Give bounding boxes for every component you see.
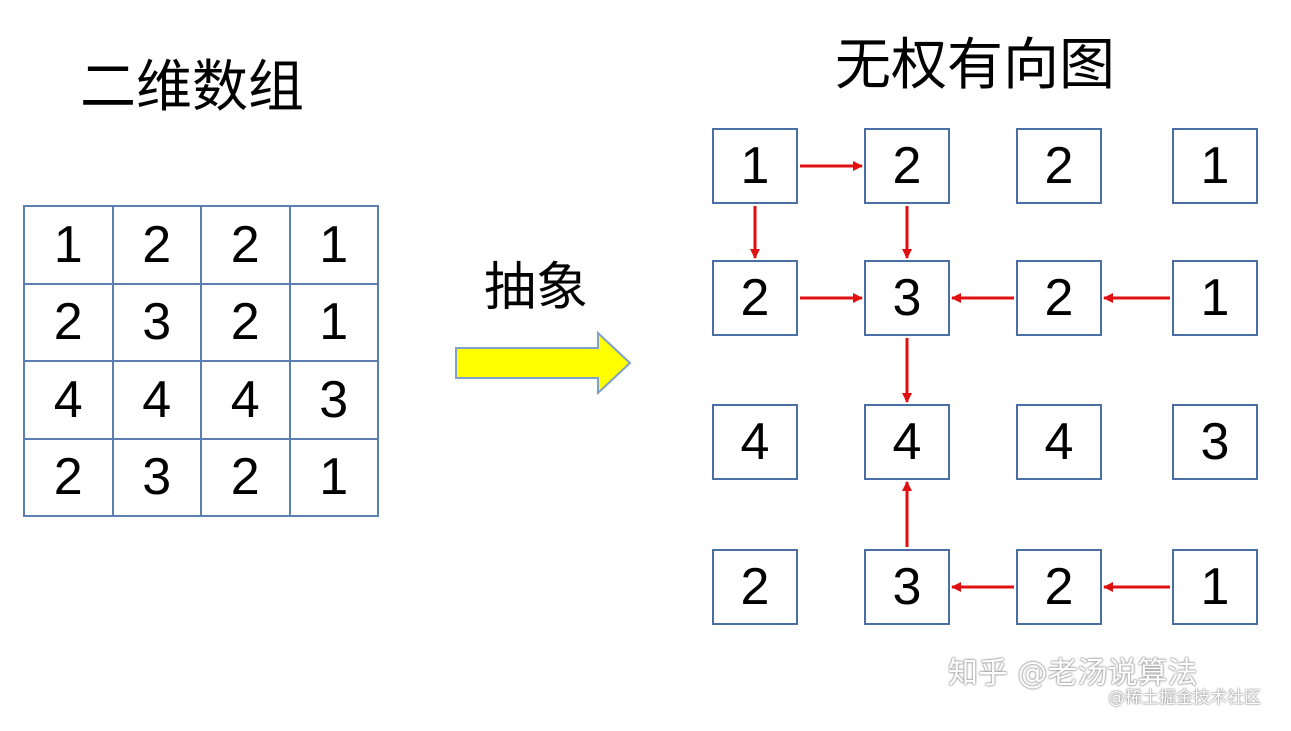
- matrix-cell-2-0: 4: [25, 362, 114, 440]
- graph-node-2-2: 4: [1016, 404, 1102, 480]
- matrix-cell-0-1: 2: [113, 207, 202, 285]
- graph-node-1-3: 1: [1172, 260, 1258, 336]
- graph-node-1-2: 2: [1016, 260, 1102, 336]
- right-arrow-icon: [455, 330, 632, 396]
- matrix-cell-1-1: 3: [113, 284, 202, 362]
- community-watermark: @稀土掘金技术社区: [1108, 688, 1261, 708]
- matrix-cell-2-2: 4: [202, 362, 291, 440]
- matrix-cell-1-2: 2: [202, 284, 291, 362]
- matrix-title: 二维数组: [80, 55, 304, 120]
- matrix-cell-0-3: 1: [290, 207, 379, 285]
- matrix-cell-3-2: 2: [202, 439, 291, 517]
- graph-node-1-1: 3: [864, 260, 950, 336]
- matrix-cell-3-0: 2: [25, 439, 114, 517]
- graph-node-1-0: 2: [712, 260, 798, 336]
- matrix-cell-0-2: 2: [202, 207, 291, 285]
- graph-node-2-1: 4: [864, 404, 950, 480]
- matrix-cell-1-0: 2: [25, 284, 114, 362]
- matrix-cell-2-3: 3: [290, 362, 379, 440]
- matrix-cell-3-3: 1: [290, 439, 379, 517]
- graph-node-0-2: 2: [1016, 128, 1102, 204]
- matrix-cell-3-1: 3: [113, 439, 202, 517]
- matrix-cell-1-3: 1: [290, 284, 379, 362]
- graph-node-3-2: 2: [1016, 549, 1102, 625]
- graph-node-0-0: 1: [712, 128, 798, 204]
- graph-node-0-1: 2: [864, 128, 950, 204]
- graph-node-2-3: 3: [1172, 404, 1258, 480]
- graph-node-3-3: 1: [1172, 549, 1258, 625]
- graph-node-3-0: 2: [712, 549, 798, 625]
- matrix-cell-2-1: 4: [113, 362, 202, 440]
- graph-node-3-1: 3: [864, 549, 950, 625]
- matrix-grid: 1 2 2 1 2 3 2 1 4 4 4 3 2 3 2 1: [23, 205, 379, 517]
- graph-node-2-0: 4: [712, 404, 798, 480]
- graph-title: 无权有向图: [835, 33, 1115, 98]
- abstract-label: 抽象: [484, 258, 589, 318]
- transform-arrow-shape: [455, 330, 632, 396]
- graph-node-0-3: 1: [1172, 128, 1258, 204]
- matrix-cell-0-0: 1: [25, 207, 114, 285]
- watermark: 知乎 @老汤说算法: [948, 656, 1198, 691]
- edge-layer: [750, 161, 1170, 592]
